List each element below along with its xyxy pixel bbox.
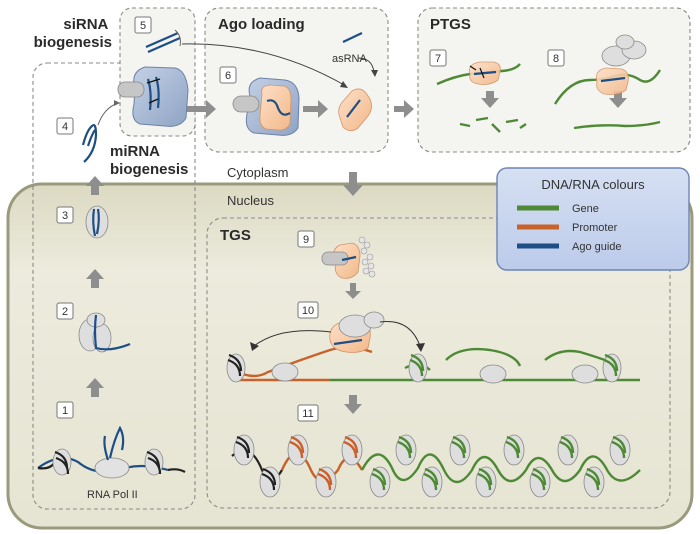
step-badge-7: 7 <box>429 49 447 67</box>
svg-text:8: 8 <box>553 53 559 65</box>
svg-text:5: 5 <box>140 20 146 32</box>
sirna-biogenesis-heading: siRNA biogenesis <box>34 16 112 51</box>
exportin-complex <box>85 205 109 239</box>
legend-title: DNA/RNA colours <box>541 177 645 192</box>
loading-curve-arrow <box>181 43 347 87</box>
legend-item-ago-guide: Ago guide <box>517 241 622 253</box>
svg-text:2: 2 <box>62 306 68 318</box>
nucleus-label: Nucleus <box>227 193 274 208</box>
ago-loading-heading: Ago loading <box>218 16 305 33</box>
flow-arrows-tgs <box>343 91 627 414</box>
step-badge-8: 8 <box>547 49 565 67</box>
step-badge-5: 5 <box>134 16 152 34</box>
step-badge-11: 11 <box>297 404 319 422</box>
step-badge-10: 10 <box>297 301 319 319</box>
step-badge-9: 9 <box>297 230 315 248</box>
ptgs-repression-event <box>553 34 662 130</box>
asrna-label: asRNA <box>332 53 368 65</box>
flow-arrows-horizontal <box>186 100 414 118</box>
svg-text:4: 4 <box>62 121 68 133</box>
svg-text:1: 1 <box>62 405 68 417</box>
svg-text:Promoter: Promoter <box>572 222 618 234</box>
legend-item-promoter: Promoter <box>517 222 618 234</box>
step-badge-3: 3 <box>56 206 74 224</box>
svg-text:10: 10 <box>302 305 314 317</box>
svg-text:Ago guide: Ago guide <box>572 241 622 253</box>
svg-text:9: 9 <box>303 234 309 246</box>
dicer-protein <box>117 66 189 127</box>
asrna-strand <box>342 32 378 77</box>
svg-text:Gene: Gene <box>572 203 599 215</box>
svg-text:11: 11 <box>302 408 313 420</box>
ptgs-cleavage-event <box>436 61 527 133</box>
ago-nuclear-import <box>321 236 376 279</box>
svg-text:3: 3 <box>62 210 68 222</box>
ptgs-heading: PTGS <box>430 16 471 33</box>
mirna-biogenesis-heading: miRNA biogenesis <box>110 143 188 178</box>
step-badge-4: 4 <box>56 117 74 135</box>
flow-arrows-left <box>86 176 104 397</box>
mirna-biogenesis-box <box>32 62 196 510</box>
tgs-heading: TGS <box>220 227 251 244</box>
rna-pol-ii-label: RNA Pol II <box>87 489 138 501</box>
heterochromatin-array <box>231 434 641 498</box>
cytoplasm-label: Cytoplasm <box>227 165 288 180</box>
svg-text:7: 7 <box>435 53 441 65</box>
tgs-box <box>206 217 671 509</box>
tgs-nucleosomes-row <box>226 353 622 384</box>
legend-item-gene: Gene <box>517 203 599 215</box>
colour-legend: DNA/RNA colours Gene Promoter Ago guide <box>496 167 690 271</box>
sirna-duplex <box>145 29 181 54</box>
step-badge-1: 1 <box>56 401 74 419</box>
loaded-ago <box>338 88 372 132</box>
step-badge-6: 6 <box>219 66 237 84</box>
pre-mirna-hairpin <box>81 100 120 163</box>
svg-text:6: 6 <box>225 70 231 82</box>
ago-loading-complex <box>232 77 300 136</box>
drosha-complex <box>78 312 131 353</box>
rna-pol-ii-complex <box>37 425 186 479</box>
step-badge-2: 2 <box>56 302 74 320</box>
